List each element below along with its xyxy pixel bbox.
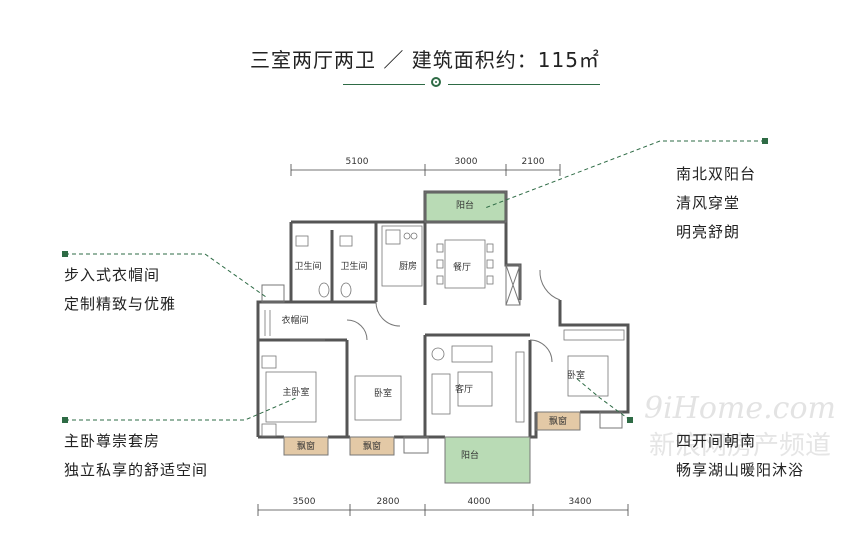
room-bedroom-2: 卧室: [374, 387, 392, 399]
page-title: 三室两厅两卫 ／ 建筑面积约：115㎡: [250, 48, 600, 72]
feature-line: 独立私享的舒适空间: [64, 461, 209, 479]
dimension-bottom: [257, 504, 629, 516]
dim-bottom-3: 4000: [468, 497, 491, 507]
dimension-top: [290, 164, 561, 176]
bay-window-2: [350, 437, 394, 455]
feature-line: 畅享湖山暖阳沐浴: [676, 461, 805, 479]
furniture: [261, 225, 625, 437]
dim-bottom-1: 3500: [293, 497, 316, 507]
dim-bottom-4: 3400: [569, 497, 592, 507]
dim-top-1: 5100: [346, 157, 369, 167]
feature-line: 步入式衣帽间: [64, 266, 161, 284]
room-kitchen: 厨房: [399, 260, 417, 272]
walls: [256, 190, 630, 439]
title-ornament-icon: [431, 77, 441, 87]
callout-dots: [62, 138, 768, 423]
feature-top-right: 南北双阳台 清风穿堂 明亮舒朗: [676, 160, 756, 247]
room-bath-1: 卫生间: [294, 260, 321, 272]
thin-walls: [261, 191, 623, 484]
room-bay-window-2: 飘窗: [363, 440, 381, 452]
feature-line: 明亮舒朗: [676, 223, 741, 241]
feature-left-bottom: 主卧尊崇套房 独立私享的舒适空间: [64, 427, 208, 485]
feature-line: 四开间朝南: [676, 432, 757, 450]
feature-right-bottom: 四开间朝南 畅享湖山暖阳沐浴: [676, 427, 804, 485]
feature-left-top: 步入式衣帽间 定制精致与优雅: [64, 261, 176, 319]
room-bath-2: 卫生间: [340, 260, 367, 272]
feature-line: 定制精致与优雅: [64, 295, 177, 313]
title-rule-left: [343, 84, 425, 85]
dim-bottom-2: 2800: [377, 497, 400, 507]
room-living: 客厅: [455, 383, 473, 395]
room-dining: 餐厅: [453, 261, 471, 273]
room-bay-window-3: 飘窗: [549, 415, 567, 427]
dim-top-3: 2100: [522, 157, 545, 167]
title-rule-right: [448, 84, 600, 85]
feature-line: 主卧尊崇套房: [64, 432, 161, 450]
room-balcony-north: 阳台: [456, 199, 474, 211]
callout-lines: [65, 140, 765, 421]
watermark-script: 9iHome.com: [644, 391, 836, 426]
balcony-north: [425, 192, 506, 222]
room-closet: 衣帽间: [281, 314, 308, 326]
feature-line: 清风穿堂: [676, 194, 741, 212]
room-master-bedroom: 主卧室: [282, 386, 309, 398]
room-balcony-south: 阳台: [461, 449, 479, 461]
bay-window-1: [284, 437, 328, 455]
room-bay-window-1: 飘窗: [297, 440, 315, 452]
room-bedroom-3: 卧室: [567, 369, 585, 381]
bay-window-3: [536, 412, 580, 430]
balcony-south: [445, 437, 530, 483]
watermark-cn: 新浪网房产频道: [649, 431, 831, 461]
dim-top-2: 3000: [455, 157, 478, 167]
feature-line: 南北双阳台: [676, 165, 757, 183]
